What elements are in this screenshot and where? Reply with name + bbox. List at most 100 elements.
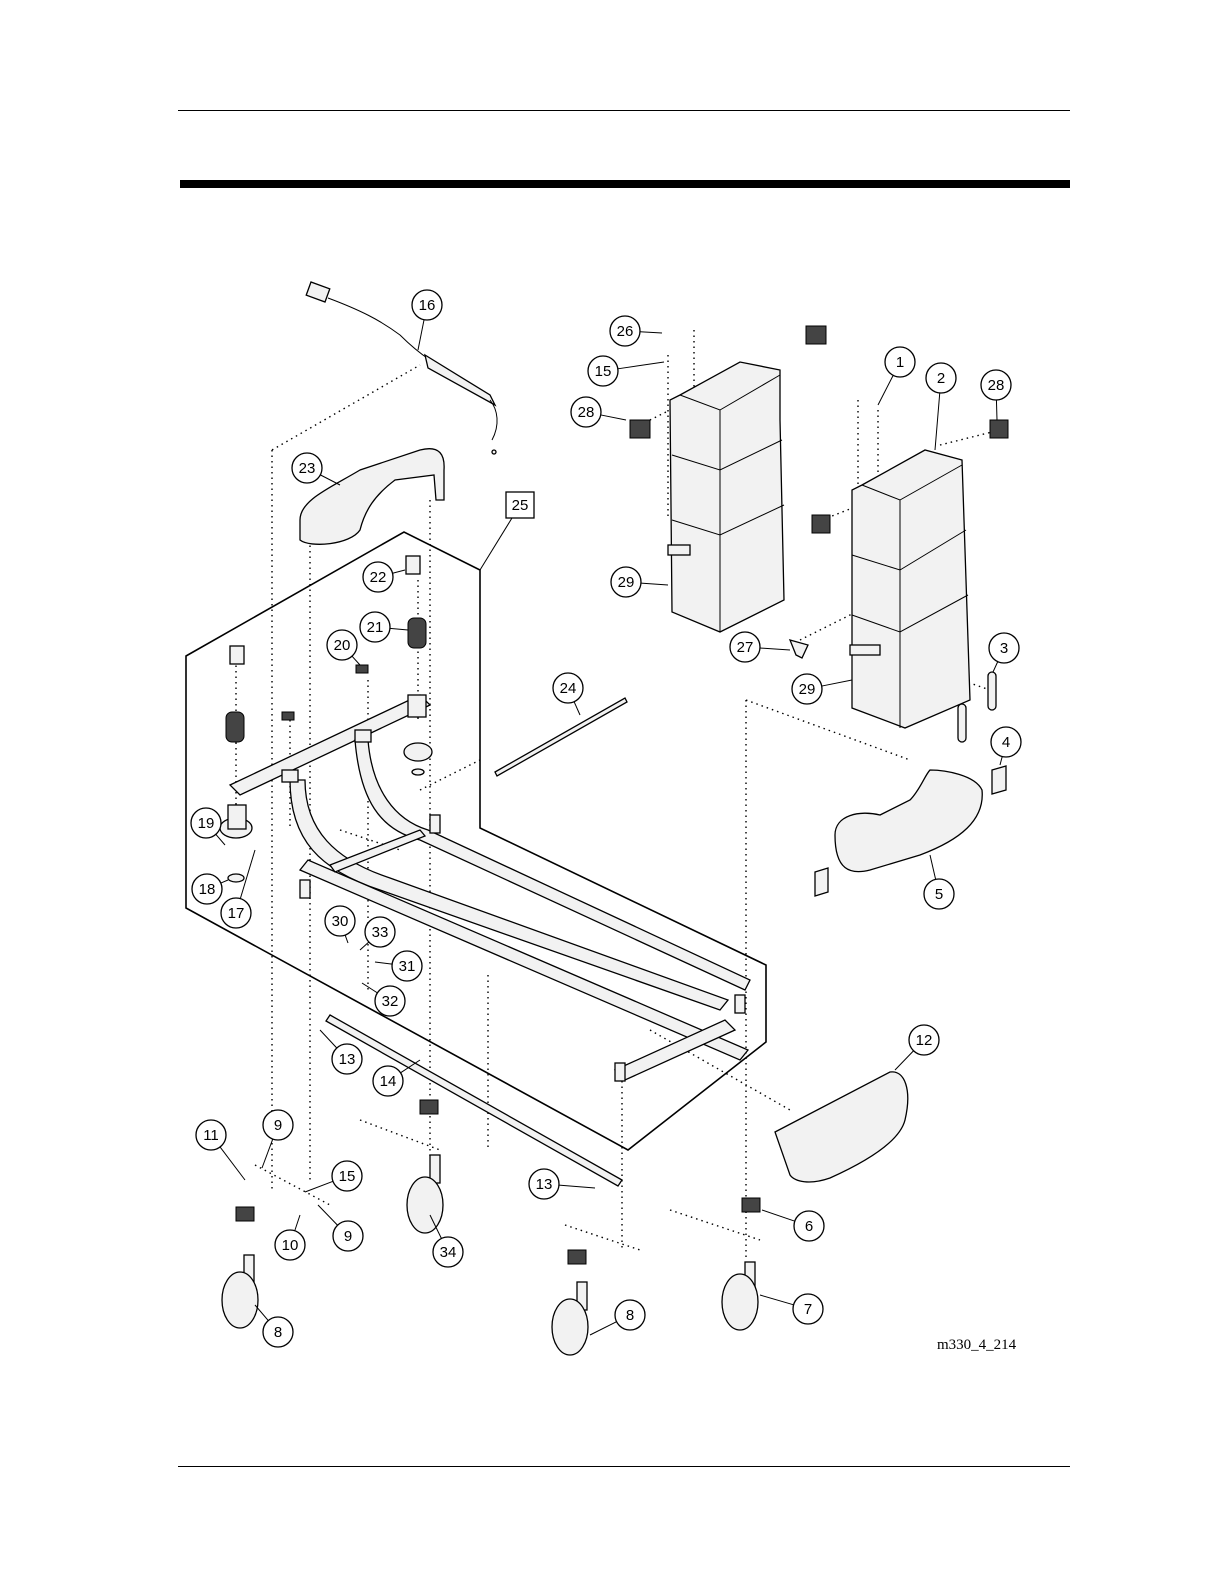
callout-number: 3: [1000, 640, 1008, 657]
callout-leader: [878, 375, 893, 405]
callout-leader: [255, 1305, 268, 1321]
bearing-block: [812, 515, 830, 533]
foot-end-panel: [835, 770, 982, 872]
slot-clip: [958, 704, 966, 742]
callout-25: 25: [480, 492, 534, 570]
callout-leader: [1000, 757, 1002, 765]
callout-leader: [375, 962, 392, 964]
callout-number: 31: [399, 958, 416, 975]
callout-leader: [822, 680, 852, 686]
bearing-block: [806, 326, 826, 344]
callout-18: 18: [192, 874, 228, 904]
callout-number: 8: [626, 1307, 634, 1324]
side-rail-rod: [326, 1015, 622, 1186]
callout-29: 29: [792, 674, 852, 704]
callout-leader: [240, 850, 255, 899]
washer: [228, 874, 244, 882]
callout-number: 12: [916, 1032, 933, 1049]
callout-number: 10: [282, 1237, 299, 1254]
callout-number: 7: [804, 1301, 812, 1318]
callout-32: 32: [362, 983, 405, 1016]
callout-9: 9: [262, 1110, 293, 1168]
callout-leader: [574, 702, 580, 715]
callout-leader: [418, 320, 424, 350]
callout-33: 33: [360, 917, 395, 950]
callout-13: 13: [529, 1169, 595, 1199]
caster-mount: [742, 1198, 760, 1212]
caster: [407, 1155, 443, 1233]
callout-16: 16: [412, 290, 442, 350]
callout-26: 26: [610, 316, 662, 346]
callout-29: 29: [611, 567, 668, 597]
callout-30: 30: [325, 906, 355, 943]
callout-number: 15: [339, 1168, 356, 1185]
callout-number: 28: [988, 377, 1005, 394]
subassembly-outline: [186, 532, 766, 1150]
callout-number: 1: [896, 354, 904, 371]
callout-leader: [480, 518, 512, 570]
callout-number: 17: [228, 905, 245, 922]
callout-leader: [318, 1205, 338, 1225]
bearing-block: [630, 420, 650, 438]
callout-leader: [762, 1210, 795, 1221]
bumper-wheel: [404, 743, 432, 761]
callout-number: 5: [935, 886, 943, 903]
bumper-cap: [230, 646, 244, 664]
callout-number: 26: [617, 323, 634, 340]
washer: [412, 769, 424, 775]
callout-28: 28: [571, 397, 626, 427]
callout-number: 4: [1002, 734, 1010, 751]
caster: [552, 1282, 588, 1355]
callout-number: 18: [199, 881, 216, 898]
callout-number: 28: [578, 404, 595, 421]
callout-leader: [320, 475, 340, 485]
callout-leader: [345, 935, 348, 943]
callout-4: 4: [991, 727, 1021, 765]
callout-leader: [640, 332, 662, 333]
callout-leader: [590, 1322, 617, 1335]
base-frame: [230, 695, 750, 1081]
callout-number: 22: [370, 569, 387, 586]
callout-number: 32: [382, 993, 399, 1010]
callout-number: 9: [344, 1228, 352, 1245]
callout-10: 10: [275, 1215, 305, 1260]
callout-number: 8: [274, 1324, 282, 1341]
callout-leader: [760, 1295, 794, 1305]
callout-number: 15: [595, 363, 612, 380]
callout-leader: [641, 583, 668, 585]
callout-number: 21: [367, 619, 384, 636]
callout-number: 13: [339, 1051, 356, 1068]
callout-15: 15: [305, 1161, 362, 1192]
figure-id: m330_4_214: [937, 1337, 1016, 1354]
callout-leader: [601, 415, 626, 420]
bumper-roller: [408, 618, 426, 648]
left-column-actuator: [668, 362, 784, 632]
callout-leader: [390, 628, 408, 630]
callout-number: 27: [737, 639, 754, 656]
callout-leader: [935, 393, 940, 450]
callout-leader: [393, 570, 405, 573]
callout-number: 13: [536, 1176, 553, 1193]
callout-21: 21: [360, 612, 408, 642]
callout-19: 19: [191, 808, 225, 845]
callout-number: 14: [380, 1073, 397, 1090]
callout-number: 11: [203, 1127, 219, 1144]
bearing-block: [990, 420, 1008, 438]
clip: [356, 665, 368, 673]
callout-number: 16: [419, 297, 436, 314]
callout-8: 8: [590, 1300, 645, 1335]
callout-31: 31: [375, 951, 422, 981]
bumper-post: [228, 805, 246, 829]
callout-leader: [262, 1139, 273, 1168]
drive-rod: [495, 698, 627, 776]
callout-22: 22: [363, 562, 405, 592]
callout-15: 15: [588, 356, 664, 386]
callout-3: 3: [989, 633, 1019, 672]
caster-mount: [568, 1250, 586, 1264]
clip: [282, 712, 294, 720]
callout-6: 6: [762, 1210, 824, 1241]
callout-leader: [305, 1181, 333, 1192]
callout-number: 23: [299, 460, 316, 477]
callout-leader: [320, 1030, 337, 1048]
